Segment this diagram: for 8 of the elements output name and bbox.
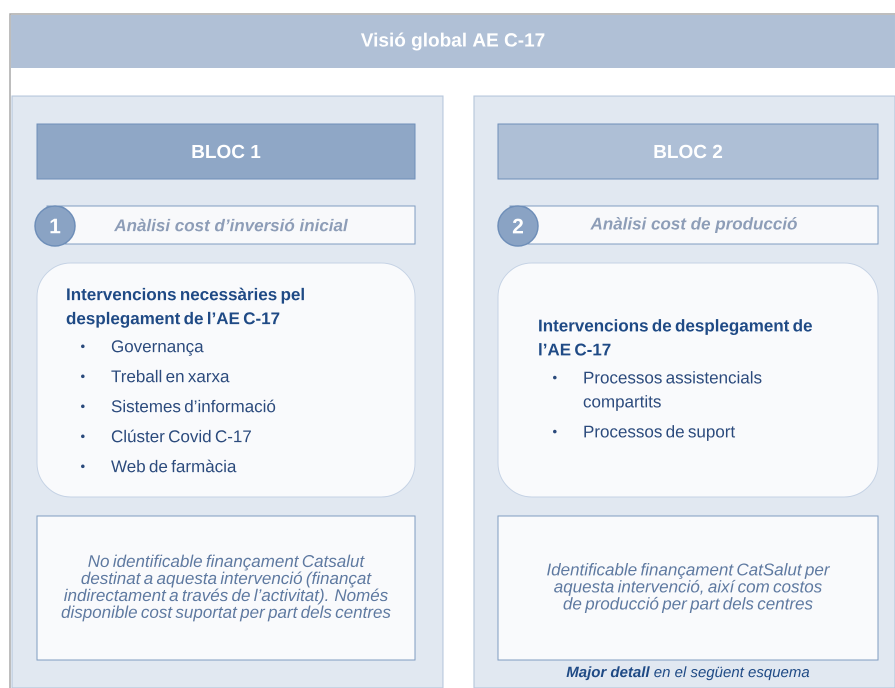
- note-text: Major detall en el següent esquema: [566, 666, 810, 680]
- note-box: No identificable finançament Catsalut destinat a aquesta intervenció (finançat indirectament a través de l’activitat). Només disponible cost suportat per part dels centres: [36, 516, 416, 660]
- note-box: Identificable finançament CatSalut per aquesta intervenció, així com costos de producció per part dels centres: [498, 516, 878, 660]
- title-band: Visió global AE C-17: [11, 15, 895, 68]
- block-header: BLOC 1: [36, 124, 416, 180]
- content-box: Intervencions de desplegament de l’AE C-17 Processos assistencials compartits Processos de suport: [498, 262, 878, 498]
- block-header: BLOC 2: [498, 124, 878, 180]
- content-box: Intervencions necessàries pel desplegament de l’AE C-17 Governança Treball en xarxa Sistemes d’informació Clúster Covid C-17 Web de farmàcia: [36, 262, 416, 498]
